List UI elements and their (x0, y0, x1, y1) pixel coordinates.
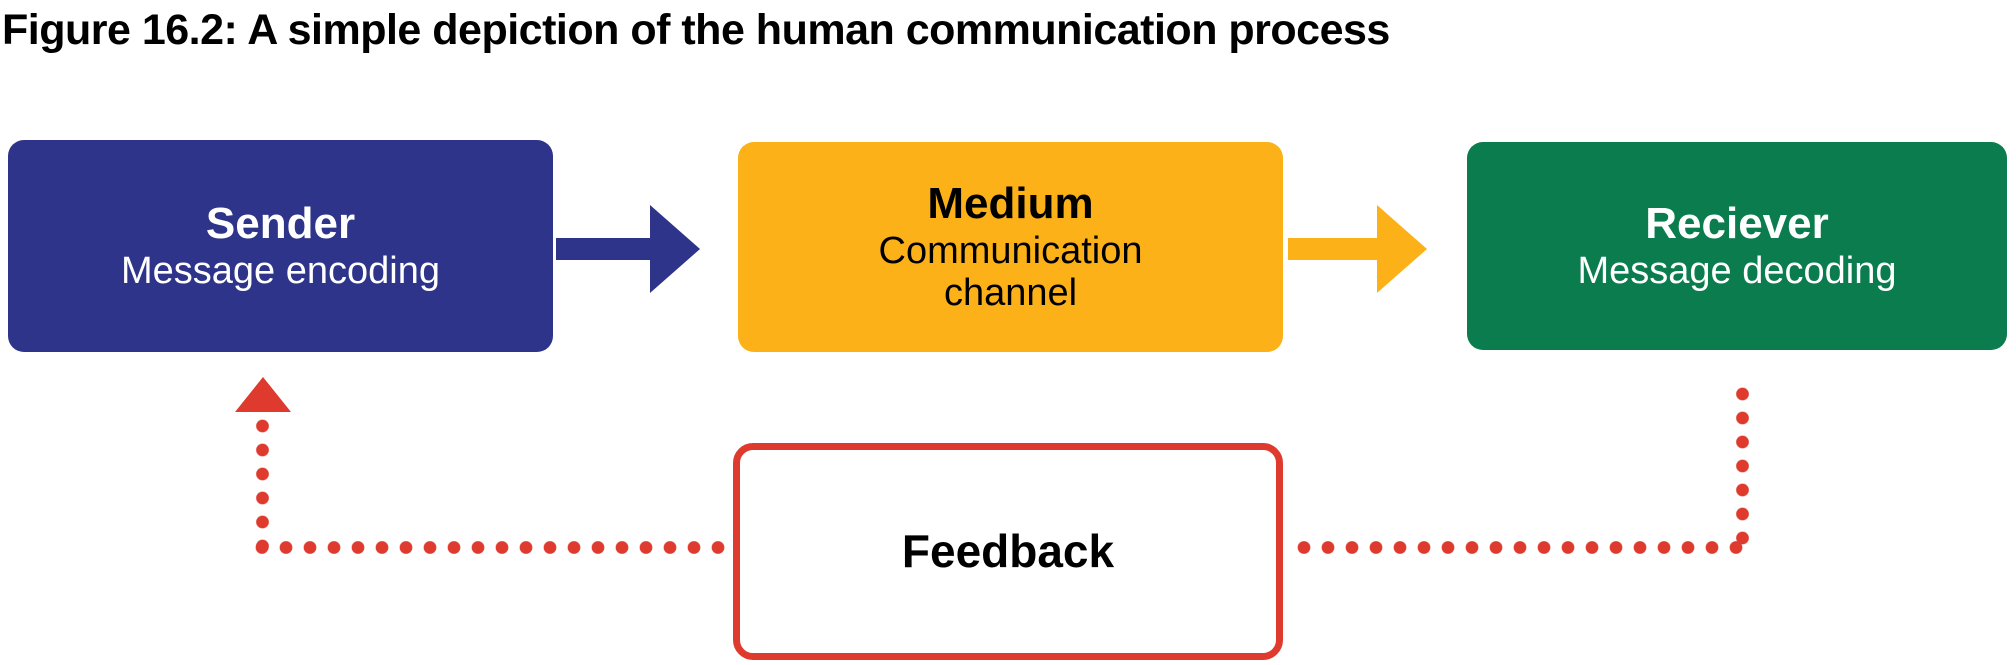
arrow-shaft (1288, 238, 1378, 260)
arrow-head (650, 205, 700, 293)
feedback-dotted-line-left-horizontal (250, 541, 730, 554)
feedback-dotted-line-right-vertical (1736, 382, 1749, 550)
sender-node: Sender Message encoding (8, 140, 553, 352)
sender-title: Sender (205, 199, 356, 249)
feedback-title: Feedback (901, 525, 1115, 578)
arrow-head (1377, 205, 1427, 293)
receiver-node: Reciever Message decoding (1467, 142, 2007, 350)
feedback-dotted-line-right-horizontal (1292, 541, 1748, 554)
medium-subtitle: Communication channel (878, 229, 1143, 315)
medium-title: Medium (927, 179, 1094, 229)
receiver-title: Reciever (1645, 199, 1829, 249)
feedback-dotted-line-left-vertical (256, 414, 269, 552)
arrow-sender-to-medium-icon (556, 205, 700, 293)
receiver-subtitle: Message decoding (1577, 250, 1897, 293)
arrow-medium-to-receiver-icon (1288, 205, 1427, 293)
feedback-node: Feedback (733, 443, 1283, 660)
feedback-arrow-up-icon (235, 377, 291, 412)
arrow-shaft (556, 238, 651, 260)
medium-node: Medium Communication channel (738, 142, 1283, 352)
sender-subtitle: Message encoding (121, 250, 440, 293)
figure-title: Figure 16.2: A simple depiction of the h… (2, 6, 1390, 54)
